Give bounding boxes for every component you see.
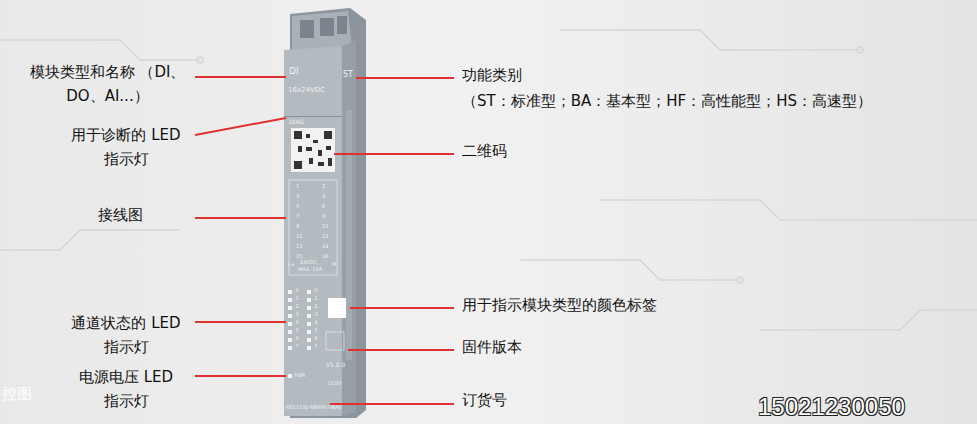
channel-name: .3 xyxy=(294,312,299,318)
order-number: 6ES7131-6BH00-0BA0 xyxy=(286,405,342,411)
terminal-number: 15 xyxy=(296,254,302,260)
channel-name: .0 xyxy=(313,288,318,294)
channel-name: .7 xyxy=(294,344,299,350)
terminal-number: 7 xyxy=(296,214,299,220)
callout-text: 二维码 xyxy=(462,143,507,160)
function-class: ST xyxy=(343,70,353,79)
channel-name: .1 xyxy=(294,296,299,302)
pin-name: M xyxy=(332,262,336,268)
terminal-number: 10 xyxy=(322,224,328,230)
color-label xyxy=(328,298,348,318)
terminal-number: 9 xyxy=(296,224,299,230)
channel-name: .6 xyxy=(313,336,318,342)
background-circuit xyxy=(0,30,977,330)
callout-text: 电源电压 LED 指示灯 xyxy=(60,365,192,413)
callout-text: 固件版本 xyxy=(462,339,522,356)
channel-name: .7 xyxy=(313,344,318,350)
led-name: PWR xyxy=(294,373,305,379)
channel-name: .4 xyxy=(294,320,299,326)
channel-name: .5 xyxy=(294,328,299,334)
watermark: 控图 xyxy=(2,386,32,403)
terminal-number: 1 xyxy=(296,184,299,190)
terminal-number: 4 xyxy=(322,194,325,200)
callout-text: 接线图 xyxy=(60,207,180,224)
firmware-version: V1.0.0 xyxy=(326,362,345,369)
channel-name: .2 xyxy=(294,304,299,310)
module-name: 16x24VDC xyxy=(288,86,325,94)
callout-text: 模块类型和名称 （DI、DO、AI...） xyxy=(20,60,195,108)
channel-name: .4 xyxy=(313,320,318,326)
channel-name: .5 xyxy=(313,328,318,334)
terminal-number: 11 xyxy=(296,234,302,240)
terminal-number: 3 xyxy=(296,194,299,200)
callout-text: 订货号 xyxy=(462,392,507,409)
channel-name: .0 xyxy=(294,288,299,294)
channel-name: .6 xyxy=(294,336,299,342)
terminal-number: 13 xyxy=(296,244,302,250)
rating: MAX. 10A xyxy=(298,267,322,273)
callout-text: 用于诊断的 LED 指示灯 xyxy=(60,123,192,171)
pin-name: L+ xyxy=(288,262,295,268)
channel-name: .3 xyxy=(313,312,318,318)
callout-text: （ST：标准型；BA：基本型；HF：高性能型；HS：高速型） xyxy=(462,93,872,110)
terminal-number: 8 xyxy=(322,214,325,220)
callout-text: 用于指示模块类型的颜色标签 xyxy=(462,297,657,314)
io-module xyxy=(284,8,366,418)
callout-text: 通道状态的 LED 指示灯 xyxy=(60,311,192,359)
channel-name: .1 xyxy=(313,296,318,302)
terminal-number: 6 xyxy=(322,204,325,210)
terminal-number: 12 xyxy=(322,234,328,240)
callout-text: 功能类别 xyxy=(462,67,522,84)
hardware-version: CC00 xyxy=(328,381,341,387)
led-name: DIAG xyxy=(289,119,304,126)
terminal-number: 5 xyxy=(296,204,299,210)
channel-name: .2 xyxy=(313,304,318,310)
terminal-number: 2 xyxy=(322,184,325,190)
terminal-number: 16 xyxy=(322,254,328,260)
watermark: 15021230050 xyxy=(758,393,905,421)
terminal-number: 14 xyxy=(322,244,328,250)
module-type: DI xyxy=(289,66,299,76)
leader-lines xyxy=(195,77,454,404)
rating: 24VDC xyxy=(300,260,317,266)
